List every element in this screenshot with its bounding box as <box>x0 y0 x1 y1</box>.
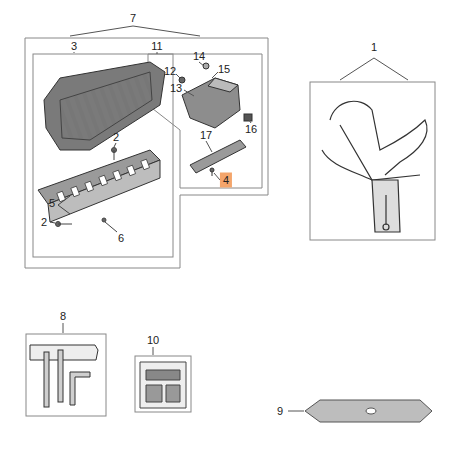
callout-number: 2 <box>112 131 120 144</box>
callout-number: 7 <box>129 12 137 25</box>
callout-number: 4 <box>220 173 232 188</box>
callout-number: 16 <box>244 123 258 136</box>
callout-number: 5 <box>48 197 56 210</box>
callout-number: 12 <box>163 65 177 78</box>
callout-number: 3 <box>70 40 78 53</box>
callout-number: 1 <box>370 41 378 54</box>
callout-number: 10 <box>146 334 160 347</box>
callout-number: 13 <box>169 82 183 95</box>
callout-number: 14 <box>192 50 206 63</box>
callout-number: 8 <box>59 310 67 323</box>
callout-number: 9 <box>276 405 284 418</box>
callout-number: 6 <box>117 232 125 245</box>
callout-number: 17 <box>199 129 213 142</box>
callout-number: 11 <box>150 40 163 53</box>
callout-number: 15 <box>217 63 231 76</box>
callout-number: 2 <box>40 216 48 229</box>
